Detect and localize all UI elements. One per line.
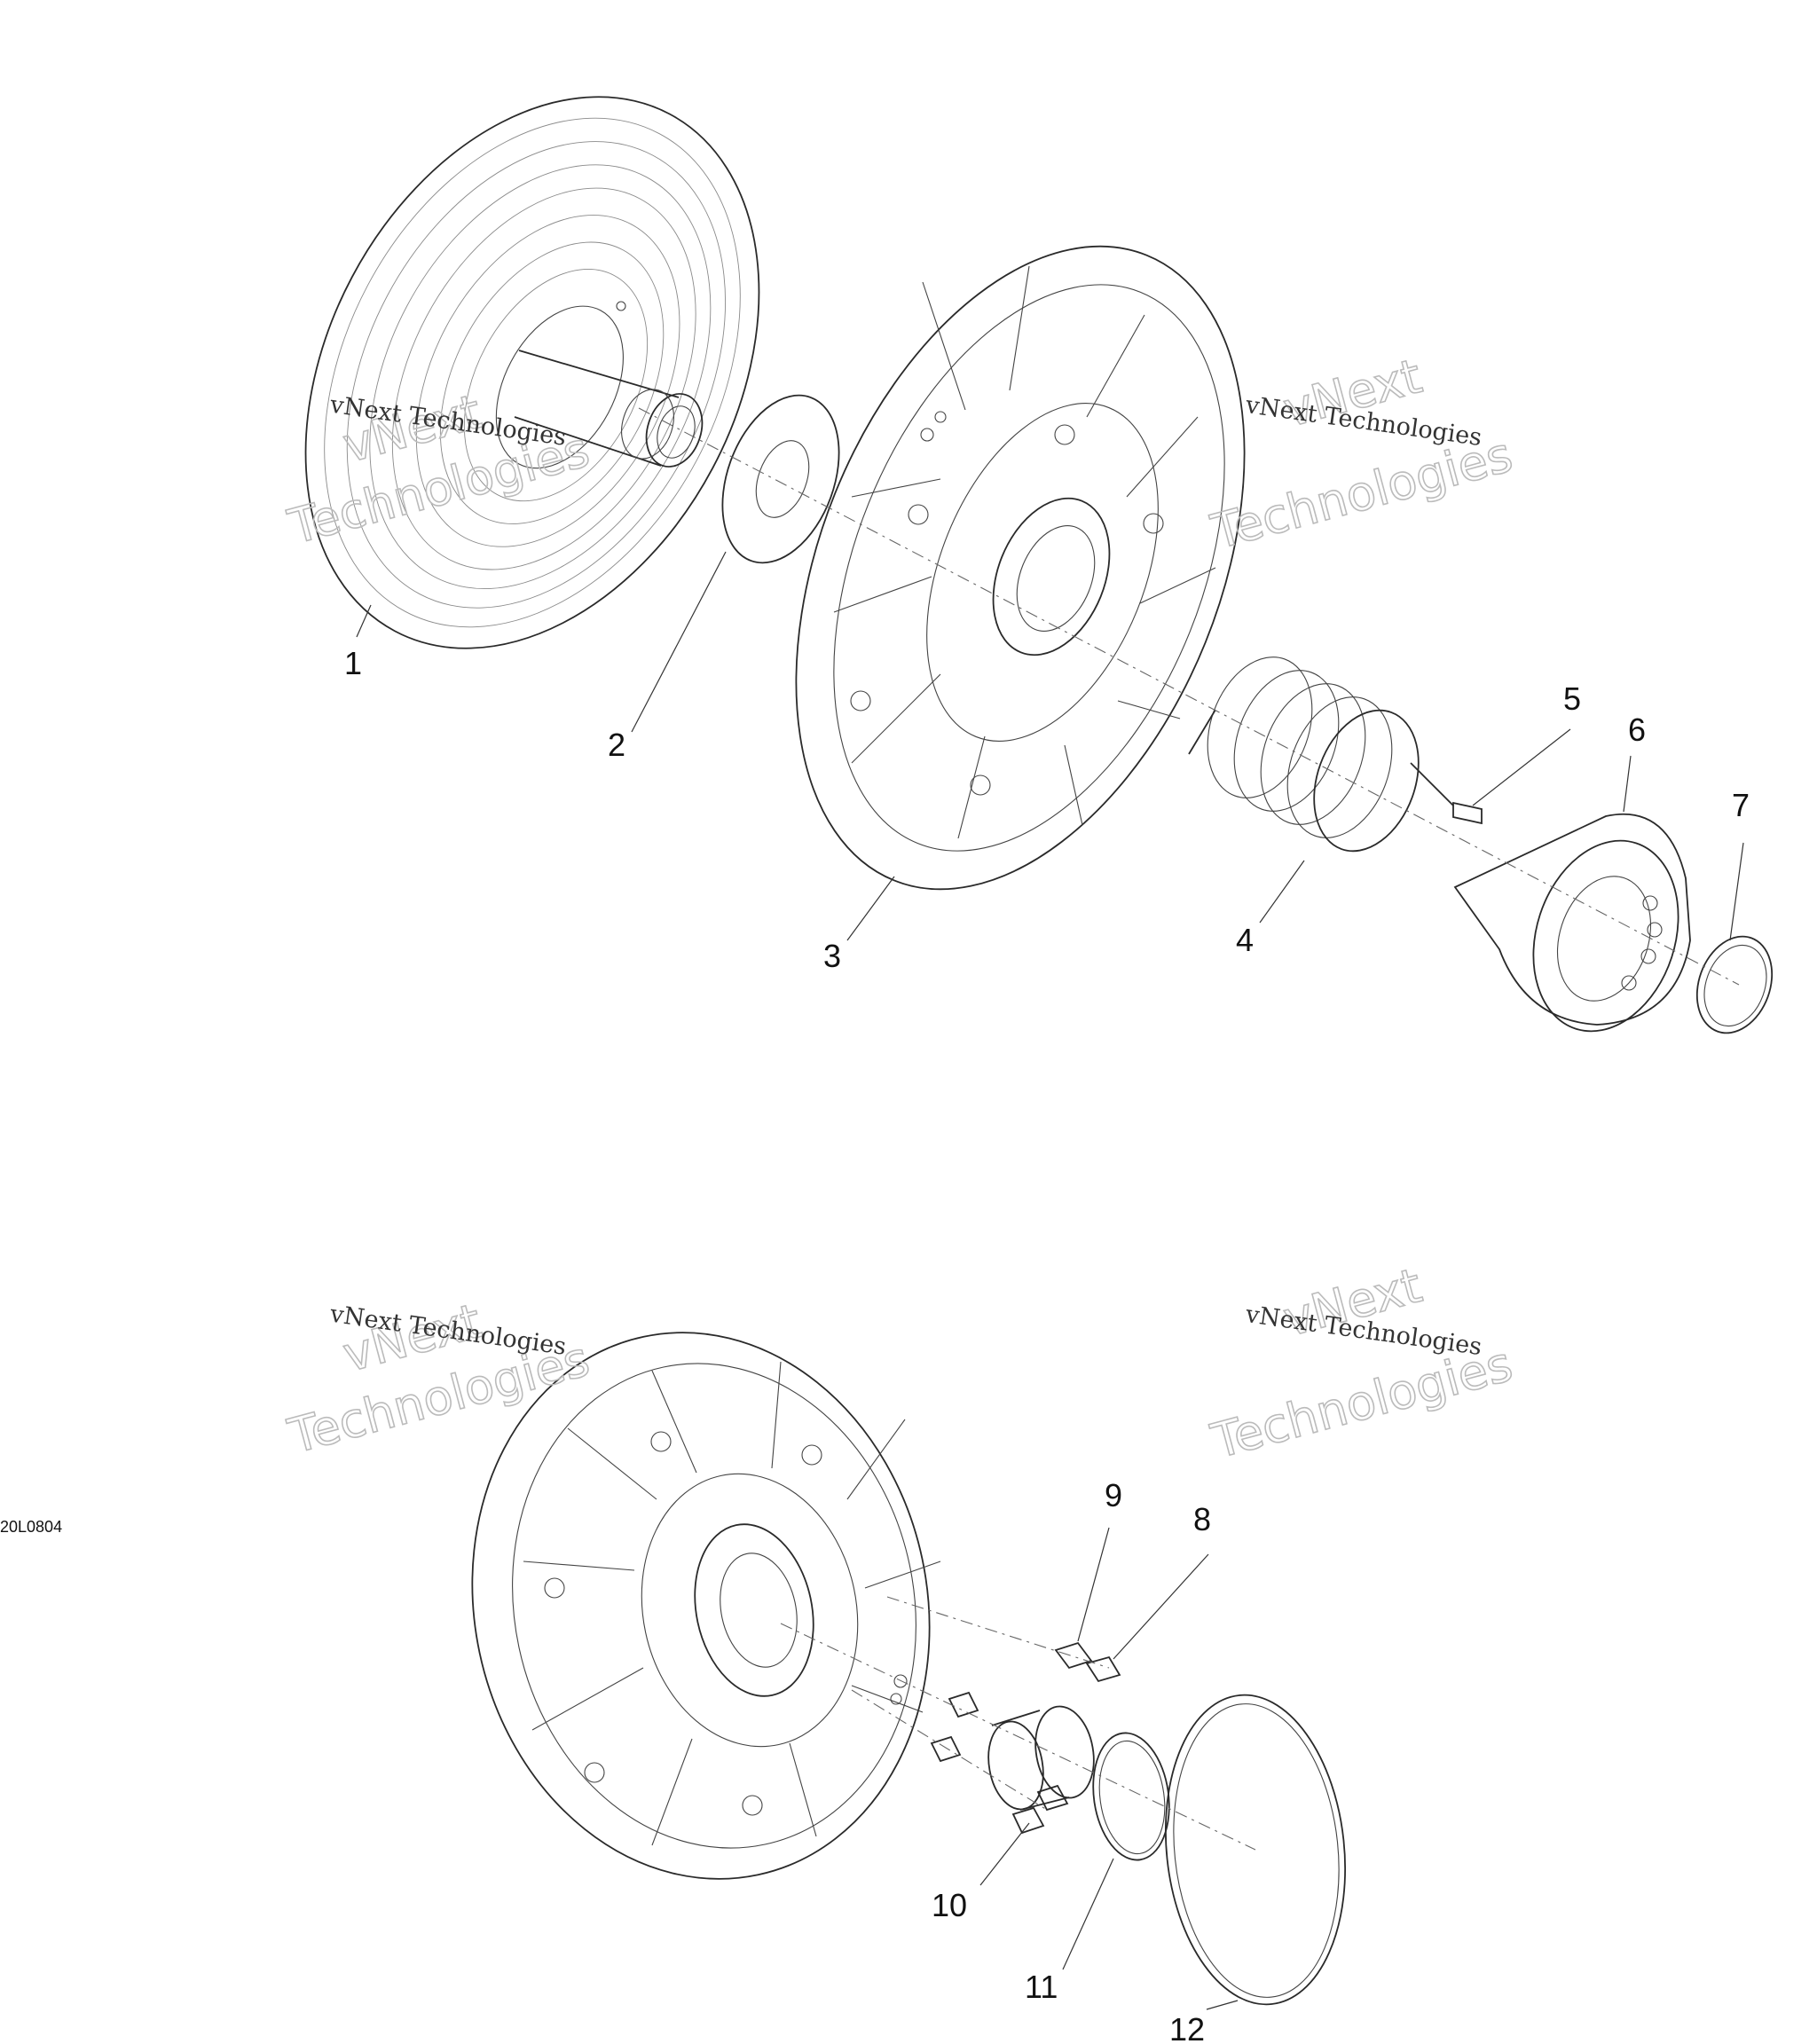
watermark-bottom-right: vNext Technologies vNext Technologies — [1205, 1256, 1519, 1470]
part-5-slider — [1453, 803, 1482, 823]
leader-lines-bottom — [979, 1527, 1239, 2010]
part-11-ring — [1085, 1728, 1176, 1865]
callout-2: 2 — [608, 727, 625, 763]
callout-4: 4 — [1236, 922, 1254, 958]
watermark-bottom-left: vNext Technologies vNext Technologies — [282, 1292, 596, 1465]
part-10-bushing — [982, 1702, 1101, 1813]
movable-sheave-inner-view — [422, 1290, 979, 1922]
part-6-cam — [1455, 814, 1702, 1050]
callout-3: 3 — [823, 938, 841, 974]
part-1-fixed-sheave — [215, 19, 850, 727]
watermark-top-left: vNext Technologies vNext Technologies — [282, 382, 596, 555]
watermark-top-right: vNext Technologies vNext Technologies — [1205, 347, 1519, 561]
part-3-movable-sheave — [709, 180, 1332, 955]
part-7-snap-ring — [1684, 926, 1784, 1044]
callout-9: 9 — [1105, 1477, 1122, 1513]
part-2-washer — [701, 379, 861, 578]
callout-6: 6 — [1628, 711, 1646, 748]
leader-lines-top — [356, 551, 1744, 941]
part-12-large-ring — [1151, 1686, 1359, 2014]
callout-1: 1 — [344, 645, 362, 681]
figure-code: 20L0804 — [0, 1518, 62, 1536]
callout-7: 7 — [1732, 787, 1750, 823]
callout-5: 5 — [1563, 680, 1581, 717]
callout-10: 10 — [932, 1887, 967, 1923]
part-4-spring — [1189, 642, 1455, 866]
part-8-9-sliders — [932, 1643, 1120, 1833]
callout-12: 12 — [1169, 2011, 1205, 2044]
callout-8: 8 — [1193, 1501, 1211, 1537]
callout-11: 11 — [1025, 1969, 1058, 2005]
